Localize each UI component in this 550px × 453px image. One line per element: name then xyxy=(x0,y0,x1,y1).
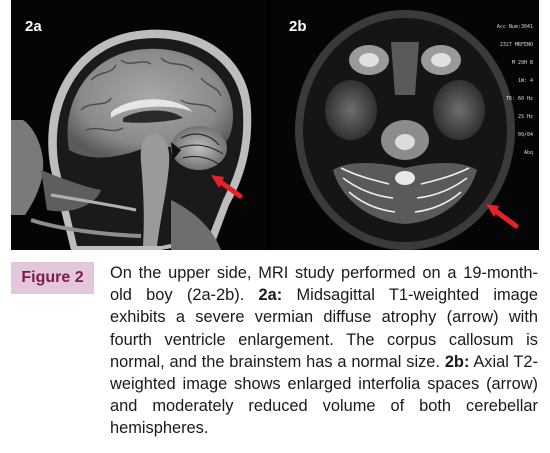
overlay-line: 2327 MRFENO xyxy=(499,42,533,48)
arrow-indicator xyxy=(486,204,519,229)
panel-label-2a: 2a xyxy=(25,18,42,35)
overlay-line: Acc Num:3041 xyxy=(496,24,533,30)
caption-label-2b: 2b: xyxy=(444,352,470,371)
panel-label-2b: 2b xyxy=(289,18,307,35)
overlay-line: 2S Hz xyxy=(517,114,533,120)
overlay-line: 09/04 xyxy=(517,132,533,138)
caption-label-2a: 2a: xyxy=(258,286,283,305)
figure-label: Figure 2 xyxy=(11,262,94,294)
caption-2a-text: Midsagittal T1-weighted image exhibits a… xyxy=(110,286,538,371)
mri-panel-2b: 2b Acc Num:3041 2327 MRFENO M 29H B 1W: … xyxy=(271,0,539,250)
figure-images: 2a xyxy=(11,0,539,250)
sagittal-mri-image xyxy=(11,0,267,250)
overlay-line: Abq xyxy=(523,150,533,156)
overlay-line: 1W: 4 xyxy=(517,78,533,84)
caption-2b-text: Axial T2-weighted image shows enlarged i… xyxy=(110,352,538,438)
figure-caption: On the upper side, MRI study performed o… xyxy=(110,262,538,440)
overlay-line: M 29H B xyxy=(511,60,533,66)
caption-intro: On the upper side, MRI study performed o… xyxy=(110,264,538,305)
scanner-overlay-text: Acc Num:3041 2327 MRFENO M 29H B 1W: 4 T… xyxy=(497,12,533,168)
mri-panel-2a: 2a xyxy=(11,0,267,250)
arrow-indicator xyxy=(211,175,243,199)
axial-mri-image xyxy=(271,0,539,250)
overlay-line: TR: 60 Hz xyxy=(505,96,533,102)
